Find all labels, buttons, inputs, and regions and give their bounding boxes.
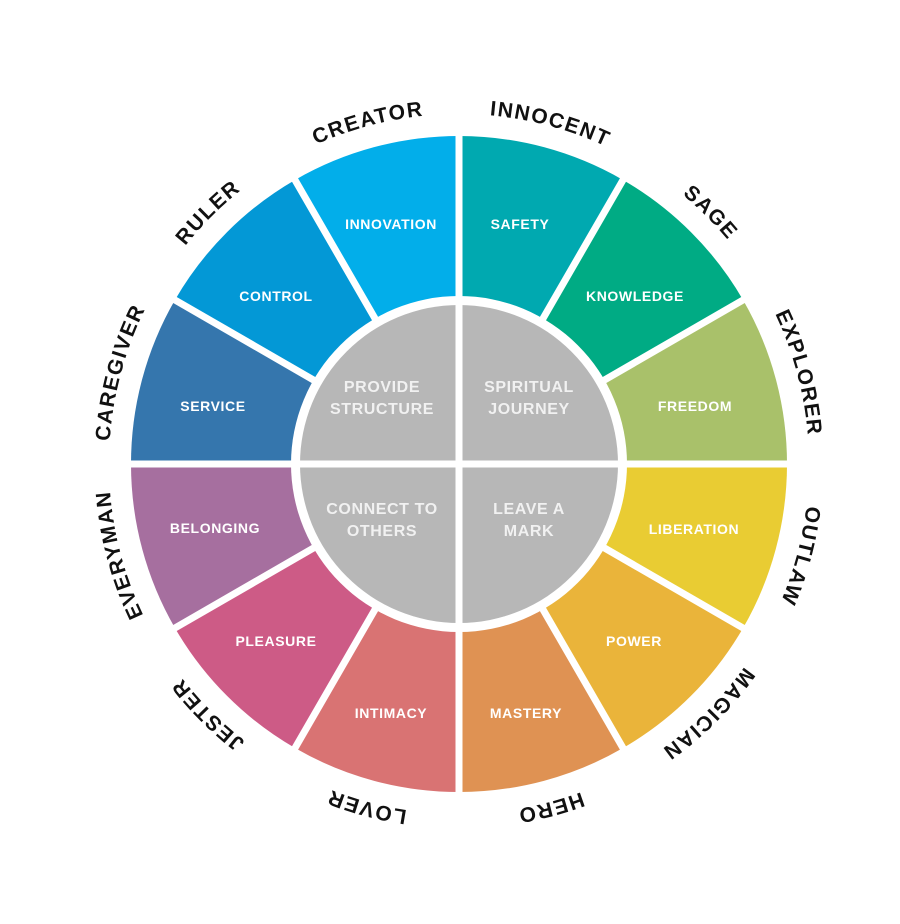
motivation-label-service: SERVICE	[180, 398, 245, 414]
motivation-label-control: CONTROL	[239, 288, 312, 304]
quadrant-line-1: PROVIDE	[344, 379, 420, 396]
quadrant-line-2: MARK	[504, 523, 554, 540]
quadrant-label-leave-a-mark: LEAVE A MARK	[493, 501, 565, 540]
quadrant-line-1: LEAVE A	[493, 501, 565, 518]
quadrant-label-provide-structure: PROVIDE STRUCTURE	[330, 379, 434, 418]
quadrant-line-2: STRUCTURE	[330, 401, 434, 418]
motivation-label-knowledge: KNOWLEDGE	[586, 288, 684, 304]
motivation-label-power: POWER	[606, 633, 662, 649]
archetype-label-text: LOVER	[324, 785, 407, 828]
archetype-label-hero: HERO	[516, 787, 587, 827]
quadrant-line-2: JOURNEY	[488, 401, 570, 418]
quadrant-labels: PROVIDE STRUCTURE SPIRITUAL JOURNEY CONNECT …	[326, 379, 574, 540]
quadrant-label-connect-to-others: CONNECT TO OTHERS	[326, 501, 437, 540]
motivation-label-belonging: BELONGING	[170, 520, 260, 536]
motivation-label-intimacy: INTIMACY	[355, 705, 428, 721]
archetype-label-text: OUTLAW	[776, 505, 823, 609]
motivation-label-innovation: INNOVATION	[345, 216, 437, 232]
archetype-label-lover: LOVER	[324, 785, 408, 828]
archetype-label-outlaw: OUTLAW	[776, 505, 824, 609]
quadrant-line-1: CONNECT TO	[326, 501, 437, 518]
motivation-label-liberation: LIBERATION	[649, 521, 740, 537]
quadrant-label-spiritual-journey: SPIRITUAL JOURNEY	[484, 379, 574, 418]
archetype-label-text: HERO	[516, 787, 586, 827]
quadrant-line-2: OTHERS	[347, 523, 417, 540]
quadrant-line-1: SPIRITUAL	[484, 379, 574, 396]
motivation-label-safety: SAFETY	[491, 216, 550, 232]
motivation-labels: SAFETY KNOWLEDGE FREEDOM LIBERATION POWER MAS…	[170, 216, 739, 721]
core-dividers	[291, 296, 627, 632]
motivation-label-pleasure: PLEASURE	[235, 633, 316, 649]
motivation-label-mastery: MASTERY	[490, 705, 562, 721]
motivation-label-freedom: FREEDOM	[658, 398, 732, 414]
